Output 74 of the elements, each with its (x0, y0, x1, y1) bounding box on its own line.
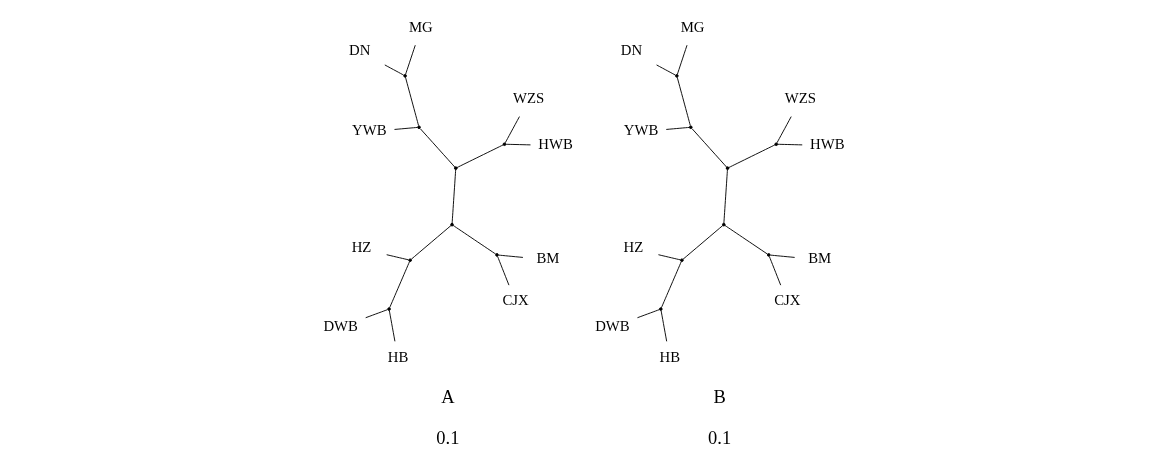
connector (776, 116, 792, 144)
node-point (659, 307, 663, 311)
node-point (417, 125, 421, 130)
node-point (689, 125, 693, 130)
connector (394, 126, 418, 130)
node-text: HWB (538, 136, 573, 153)
label: B (713, 387, 726, 408)
connector (777, 143, 803, 146)
node-point (725, 166, 730, 170)
node-text: YWB (352, 122, 387, 139)
node-text: HZ (623, 239, 644, 256)
connector (419, 128, 456, 168)
connector (723, 169, 728, 224)
connector (656, 64, 676, 76)
connector (665, 126, 690, 130)
label: 0.1 (708, 428, 732, 449)
connector (682, 225, 724, 260)
connector (728, 144, 776, 168)
connector (637, 309, 660, 319)
node-text: MG (680, 19, 705, 36)
node-text: WZS (512, 90, 545, 107)
connector (388, 310, 396, 342)
connector (660, 310, 668, 342)
node-text: HB (387, 348, 409, 365)
node-text: CJX (774, 292, 801, 309)
connector (386, 254, 409, 261)
connector (657, 254, 681, 261)
node-point (722, 222, 726, 227)
connector (405, 44, 416, 75)
node-point (450, 222, 454, 227)
node-point (774, 142, 778, 147)
connector (691, 128, 728, 168)
node-point (766, 253, 771, 257)
node-point (680, 258, 684, 262)
node-text: CJX (502, 292, 529, 309)
connector (405, 76, 419, 126)
connector (452, 224, 497, 255)
connector (770, 254, 796, 258)
node-point (675, 74, 679, 78)
connector (384, 64, 405, 76)
node-text: YWB (623, 122, 659, 139)
node-text: BM (808, 250, 832, 267)
connector (389, 261, 410, 309)
node-point (387, 307, 391, 311)
node-text: WZS (784, 90, 816, 107)
connector (365, 309, 388, 319)
connector (498, 254, 524, 258)
node-text: HZ (351, 239, 372, 256)
node-point (502, 142, 507, 147)
connector (660, 261, 682, 309)
node-text: HWB (810, 136, 845, 153)
node-text: DWB (595, 317, 630, 334)
label: A (441, 387, 455, 408)
node-text: DN (620, 41, 643, 58)
node-text: HB (659, 348, 680, 365)
node-point (495, 253, 499, 257)
connector (676, 44, 688, 75)
node-text: BM (536, 250, 560, 267)
connector (676, 76, 691, 126)
connector (497, 256, 510, 286)
connector (504, 116, 520, 144)
node-point (408, 258, 412, 262)
node-point (454, 166, 458, 170)
node-text: MG (408, 19, 433, 36)
connector (768, 256, 782, 286)
connector (456, 144, 504, 168)
connector (724, 224, 768, 255)
connector (410, 225, 452, 260)
node-point (403, 74, 407, 78)
label: 0.1 (436, 428, 460, 449)
node-text: DWB (323, 317, 358, 334)
connector (451, 169, 457, 224)
node-text: DN (348, 41, 371, 58)
connector (505, 143, 531, 146)
